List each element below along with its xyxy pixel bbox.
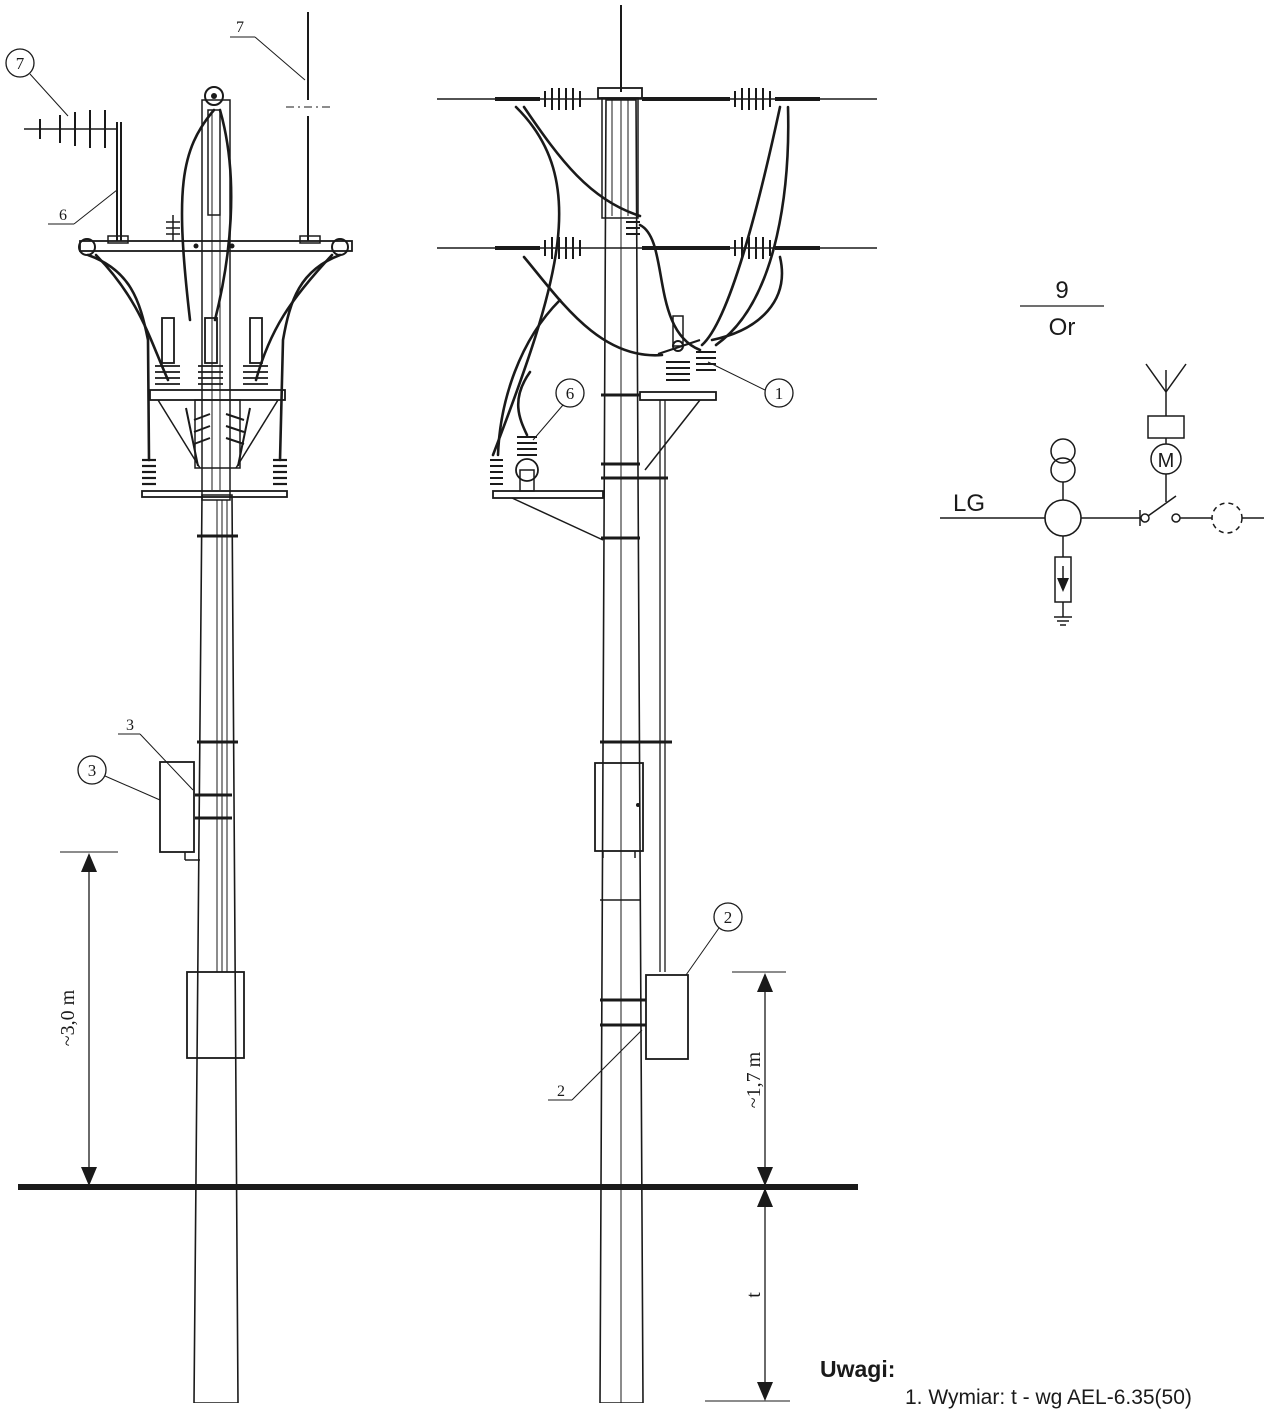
cabinet-left-lower [186,971,245,1059]
cabinet-3-left [159,761,195,853]
dimension-depth: t [705,1188,790,1402]
svg-text:t: t [743,1292,765,1298]
svg-text:7: 7 [236,19,244,36]
callout-7-circle: 7 [5,48,69,117]
callout-6-line: 6 [48,189,118,225]
svg-text:1: 1 [775,384,784,403]
cabinet-right-middle [594,762,644,852]
callout-1-circle: 1 [707,361,794,408]
motor-label: M [1158,450,1175,472]
notes-item-1: 1. Wymiar: t - wg AEL-6.35(50) [905,1386,1192,1409]
svg-text:9: 9 [1055,277,1068,304]
svg-text:3: 3 [126,717,134,734]
svg-text:~1,7 m: ~1,7 m [743,1051,765,1108]
callout-2-circle: 2 [685,902,743,976]
svg-text:Or: Or [1049,314,1076,341]
single-line-schematic: 9 Or LG M [940,277,1264,626]
left-pole [24,12,353,1403]
dimension-height-right: ~1,7 m [732,971,786,1186]
cabinet-2-right [645,974,689,1060]
callout-7-line: 7 [230,19,306,81]
svg-text:3: 3 [88,761,97,780]
right-pole [437,5,877,1403]
callout-3-circle: 3 [77,755,161,801]
svg-text:~3,0 m: ~3,0 m [57,989,79,1046]
transformer-symbol [1050,457,1076,483]
switch-symbol [1147,495,1177,517]
line-label-lg: LG [953,490,985,517]
svg-text:2: 2 [557,1083,565,1100]
dimension-height-left: ~3,0 m [57,851,118,1186]
svg-text:7: 7 [16,54,25,73]
notes-title: Uwagi: [820,1356,896,1382]
svg-text:2: 2 [724,908,733,927]
station-fraction: 9 Or [1020,277,1104,341]
callout-2-line: 2 [548,1029,643,1101]
callout-6-circle: 6 [532,378,585,441]
svg-text:6: 6 [59,207,67,224]
svg-text:6: 6 [566,384,575,403]
callout-3-line: 3 [118,717,194,791]
